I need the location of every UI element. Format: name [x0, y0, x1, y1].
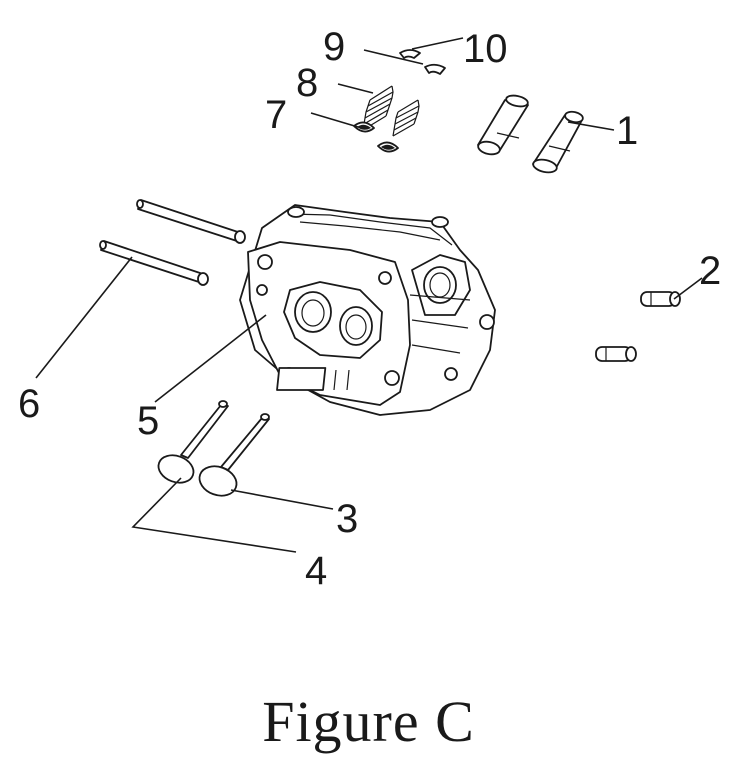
callout-5: 5 [137, 399, 159, 443]
callout-4: 4 [305, 549, 327, 593]
part-5-cylinder-head [239, 204, 496, 416]
part-1-pin-a [477, 94, 529, 156]
callout-2: 2 [699, 249, 721, 293]
part-2-dowel-b [595, 346, 637, 362]
callout-9: 9 [323, 25, 345, 69]
part-9-keeper [424, 63, 446, 75]
callout-labels: 1 2 3 4 5 6 7 8 9 10 [18, 25, 721, 593]
part-1-pin-b [532, 110, 584, 174]
part-10-keeper [399, 49, 421, 59]
callout-6: 6 [18, 382, 40, 426]
callout-1: 1 [616, 109, 638, 153]
part-3-valve [198, 413, 270, 497]
callout-10: 10 [463, 27, 508, 71]
leader-lines [35, 37, 703, 553]
part-8-valve-springs [362, 85, 420, 137]
callout-7: 7 [265, 93, 287, 137]
callout-8: 8 [296, 61, 318, 105]
part-4-valve [157, 400, 229, 484]
part-7-retainers [353, 121, 399, 153]
part-6-push-rods [99, 199, 246, 286]
figure-caption: Figure C [262, 689, 475, 754]
callout-3: 3 [336, 497, 358, 541]
